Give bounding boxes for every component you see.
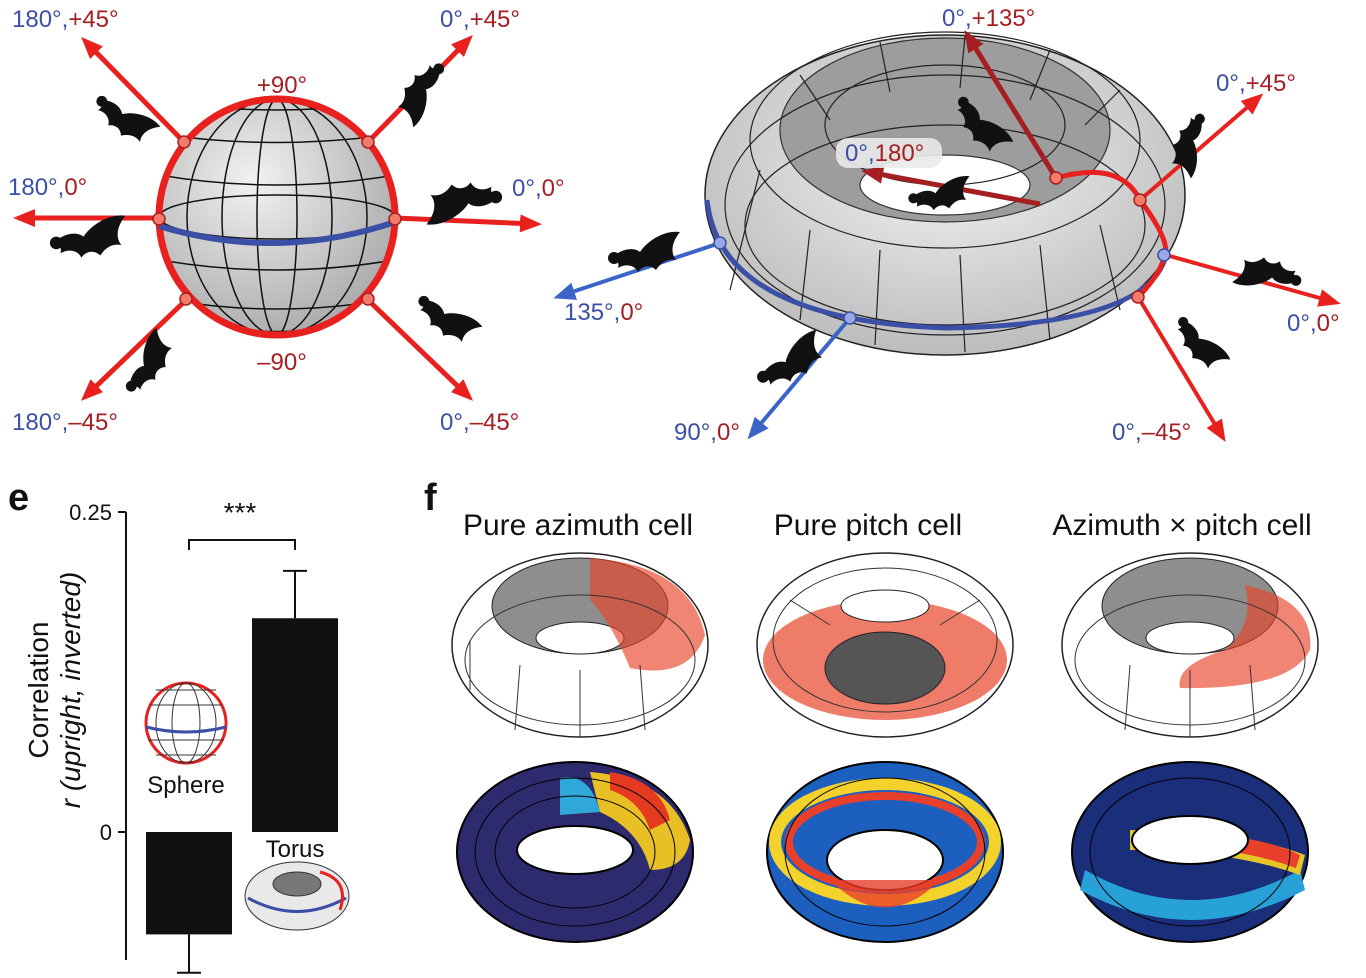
torus-label-0-p45: 0°,+45° — [1216, 70, 1296, 97]
sphere-anchor-points — [152, 135, 402, 306]
title-pitch-cell: Pure pitch cell — [774, 509, 962, 542]
torus-label-135-0: 135°,0° — [564, 299, 643, 326]
label-bubble — [836, 138, 942, 168]
sphere-bottom-label: –90° — [257, 349, 307, 376]
torus-pitch-overlay — [756, 552, 1014, 738]
arrow-180-m45 — [80, 298, 188, 401]
inset-sphere-label: Sphere — [147, 772, 224, 799]
arrow-90-0 — [747, 316, 852, 440]
bar-torus — [252, 618, 338, 832]
ytick-label-0-25: 0.25 — [69, 500, 112, 525]
svg-text:r (upright, inverted): r (upright, inverted) — [55, 572, 86, 809]
panel-f: f Pure azimuth cell Pure pitch cell Azim… — [424, 477, 1319, 943]
torus-grid — [724, 31, 1166, 353]
heatmap-pitch — [766, 761, 1004, 943]
sphere-label-180-p45: 180°,+45° — [12, 6, 119, 33]
panel-letter-f: f — [424, 477, 437, 519]
title-az-pitch-cell: Azimuth × pitch cell — [1052, 509, 1311, 542]
torus-anchor-points — [713, 171, 1171, 325]
arrow-0-p135 — [964, 30, 1059, 180]
sphere-body — [159, 99, 395, 335]
ylabel-e: Correlation r (upright, inverted) — [23, 572, 86, 809]
torus-label-0-0: 0°,0° — [1287, 310, 1340, 337]
torus-pitch-ring — [1055, 169, 1169, 299]
torus-label-90-0: 90°,0° — [674, 419, 740, 446]
ytick-label-0: 0 — [100, 820, 112, 845]
title-azimuth-cell: Pure azimuth cell — [463, 509, 693, 542]
arrow-0-m45 — [366, 298, 474, 401]
sphere-top-label: +90° — [257, 72, 307, 99]
sphere-label-0-p45: 0°,+45° — [440, 6, 520, 33]
arrow-0-m45-torus — [1136, 295, 1226, 442]
sphere-label-0-m45: 0°,–45° — [440, 409, 519, 436]
arrow-0-0 — [394, 214, 542, 233]
torus-az-pitch-overlay — [1061, 552, 1319, 738]
bar-sphere — [146, 832, 232, 935]
panel-letter-e: e — [8, 477, 29, 519]
inset-torus-label: Torus — [266, 836, 325, 863]
inset-sphere — [144, 681, 228, 765]
torus-azimuth-overlay — [451, 552, 709, 738]
inset-torus — [244, 861, 350, 931]
sphere-label-180-0: 180°,0° — [8, 174, 87, 201]
torus-label-0-p135: 0°,+135° — [942, 5, 1035, 32]
sphere-label-180-m45: 180°,–45° — [12, 409, 118, 436]
torus-diagram: 0°,+135° 0°,+45° 0°,180° 135°,0° 0°,0° 9… — [553, 5, 1341, 446]
sphere-label-0-0: 0°,0° — [512, 175, 565, 202]
heatmap-azimuth — [456, 761, 694, 943]
torus-label-0-m45: 0°,–45° — [1112, 419, 1191, 446]
sphere-diagram: +90° –90° 180°,+45° 0°,+45° 180°,0° 0°,0… — [8, 6, 565, 436]
svg-text:Correlation: Correlation — [23, 622, 54, 759]
arrow-180-p45 — [81, 37, 186, 144]
significance-stars: *** — [224, 497, 257, 528]
azimuth-equator — [158, 219, 396, 246]
torus-label-0-180: 0°,180° — [845, 140, 924, 167]
arrow-0-p45-torus — [1138, 93, 1264, 202]
heatmap-az-pitch — [1071, 761, 1309, 943]
panel-e: e Correlation r (upright, inverted) 0.25… — [8, 477, 350, 974]
significance-bracket — [188, 539, 296, 550]
